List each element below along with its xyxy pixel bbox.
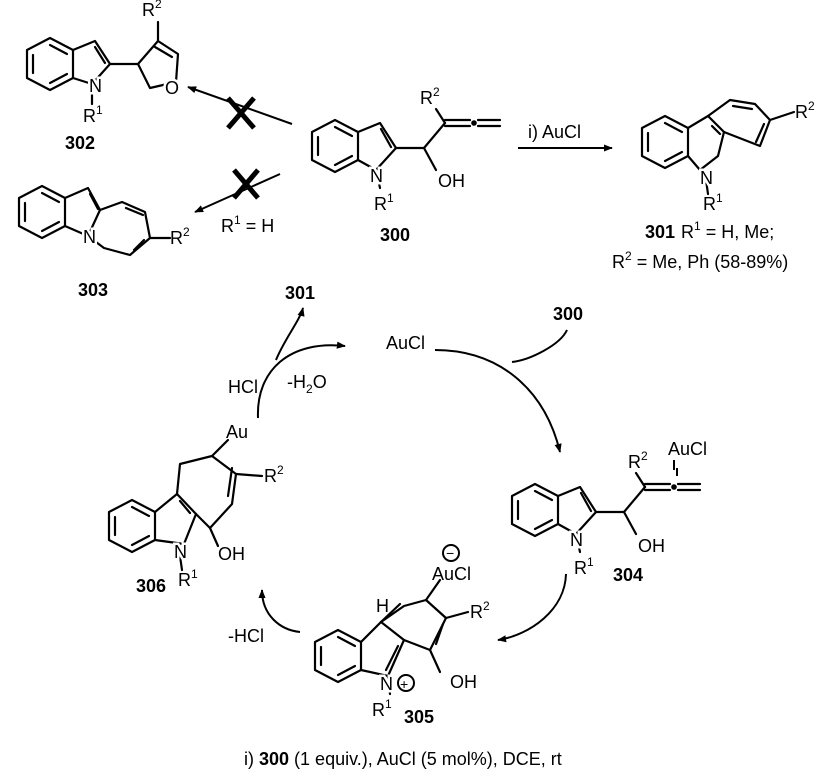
compound-305-structure	[313, 578, 470, 696]
compound-304-structure	[510, 460, 702, 554]
r1-label-301: R1	[703, 191, 723, 214]
atom-h-305: H	[376, 596, 389, 616]
arrow-306-to-aucl	[256, 341, 346, 419]
atom-n-300: N	[370, 166, 383, 186]
atom-oh-306: OH	[218, 544, 245, 564]
compound-302-label: 302	[65, 133, 95, 153]
r2-label-301: R2	[795, 99, 815, 122]
atom-oh-300: OH	[438, 171, 465, 191]
positive-charge-305	[397, 674, 415, 692]
minus-h2o-label: -H2O	[287, 372, 327, 396]
allene-center-dot-304	[671, 484, 677, 490]
compound-300-structure	[310, 107, 502, 190]
cross-mark-302	[226, 96, 256, 130]
arrow-304-to-305	[497, 573, 567, 643]
r2-label-303: R2	[170, 225, 190, 248]
r1-label-304: R1	[574, 555, 594, 578]
compound-305-label: 305	[404, 707, 434, 727]
arrow-300-entry	[511, 329, 568, 363]
arrow-release-301	[275, 307, 305, 361]
r1-eq-h-condition: R1 = H	[221, 213, 274, 236]
atom-n-304: N	[570, 530, 583, 550]
cross-mark-303	[232, 168, 260, 200]
conditions-footnote: i) 300 (1 equiv.), AuCl (5 mol%), DCE, r…	[244, 749, 562, 769]
compound-306-label: 306	[136, 576, 166, 596]
atom-oh-304: OH	[638, 536, 665, 556]
atom-n-302: N	[89, 76, 102, 96]
r2-label-304: R2	[628, 449, 648, 472]
compound-303-label: 303	[78, 280, 108, 300]
arrow-aucl-to-304	[434, 349, 562, 453]
compound-306-structure	[107, 438, 264, 572]
compound-304-label: 304	[613, 565, 643, 585]
atom-n-306: N	[174, 542, 187, 562]
arrow-305-to-306	[258, 589, 301, 633]
product-301-line2: R2 = Me, Ph (58-89%)	[612, 249, 788, 272]
negative-charge-305	[442, 544, 460, 562]
reaction-reagent: i) AuCl	[528, 122, 581, 142]
atom-n-305: N	[380, 674, 393, 694]
catalyst-aucl-label: AuCl	[386, 333, 425, 353]
r1-label-306: R1	[178, 567, 198, 590]
compound-300-label: 300	[380, 225, 410, 245]
plus-sign-305: +	[400, 676, 408, 692]
aucl-label-305: AuCl	[432, 564, 471, 584]
atom-o-302: O	[165, 78, 179, 98]
hashed-bond-304	[673, 460, 678, 476]
r1-label-305: R1	[372, 697, 392, 720]
r2-label-302: R2	[142, 0, 162, 20]
r1-label-302: R1	[83, 103, 103, 126]
r2-label-300: R2	[420, 85, 440, 108]
r2-label-305: R2	[470, 599, 490, 622]
aucl-label-304: AuCl	[668, 439, 707, 459]
compound-302-structure	[25, 20, 180, 106]
atom-au-306: Au	[226, 422, 248, 442]
arrow-to-302	[187, 86, 293, 125]
minus-hcl-label: -HCl	[228, 626, 264, 646]
hcl-label: HCl	[228, 377, 258, 397]
minus-sign-305: −	[446, 545, 454, 561]
compound-303-structure	[17, 184, 172, 257]
allene-center-dot-300	[471, 120, 477, 126]
r1-label-300: R1	[374, 191, 394, 214]
cycle-product-301-label: 301	[285, 283, 315, 303]
atom-oh-305: OH	[450, 672, 477, 692]
compound-301-structure	[640, 98, 796, 196]
cycle-input-300-label: 300	[553, 304, 583, 324]
atom-n-301: N	[700, 168, 713, 188]
r2-label-306: R2	[264, 463, 284, 486]
atom-n-303: N	[83, 227, 96, 247]
